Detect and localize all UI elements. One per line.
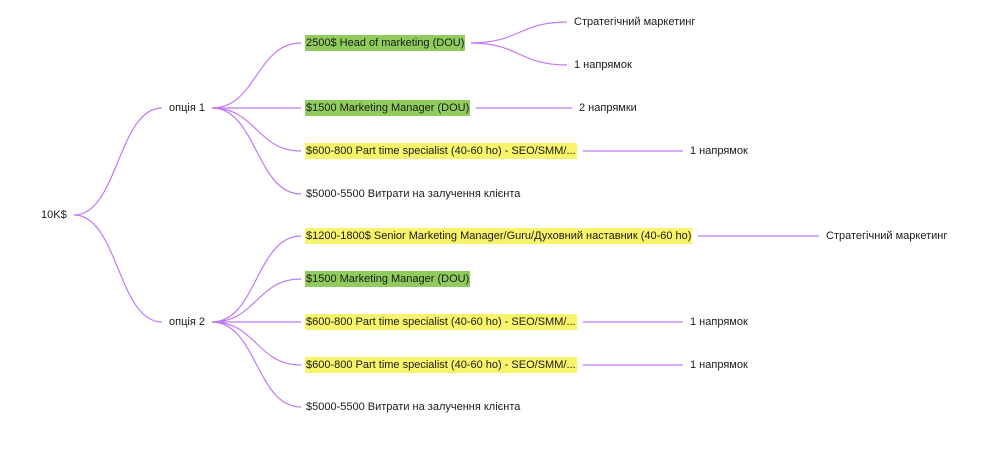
edge-option-2-item-2 <box>211 278 302 323</box>
edge-option-2-item-4 <box>211 321 302 366</box>
edge-option-2-item-5 <box>211 321 302 408</box>
option-1-item-client-acquisition-costs[interactable]: $5000-5500 Витрати на залучення клієнта <box>306 188 521 200</box>
edge-option-1-item-3 <box>211 107 302 152</box>
option-2-item-1-child-strategic-marketing[interactable]: Стратегічний маркетинг <box>826 230 948 242</box>
option-1-item-part-time-specialist[interactable]: $600-800 Part time specialist (40-60 ho)… <box>305 143 577 159</box>
mindmap-edges <box>73 21 819 408</box>
edge-root-option-2 <box>73 214 163 323</box>
edge-option-2-item-1 <box>211 235 302 323</box>
option-2-item-part-time-specialist-b[interactable]: $600-800 Part time specialist (40-60 ho)… <box>305 357 577 373</box>
edge-option-1-item-1-child-1 <box>470 21 568 44</box>
option-2-item-3-child-one-direction[interactable]: 1 напрямок <box>690 316 748 328</box>
edge-option-1-item-4 <box>211 107 302 195</box>
edge-root-option-1 <box>73 107 163 216</box>
option-1-item-1-child-strategic-marketing[interactable]: Стратегічний маркетинг <box>574 16 696 28</box>
option-2-item-client-acquisition-costs[interactable]: $5000-5500 Витрати на залучення клієнта <box>306 401 521 413</box>
option-1-item-head-of-marketing[interactable]: 2500$ Head of marketing (DOU) <box>305 35 466 51</box>
option-2-node[interactable]: опція 2 <box>169 316 205 328</box>
option-2-item-part-time-specialist-a[interactable]: $600-800 Part time specialist (40-60 ho)… <box>305 314 577 330</box>
edge-option-1-item-1-child-2 <box>470 42 568 66</box>
edge-option-1-item-1 <box>211 42 302 109</box>
option-2-item-4-child-one-direction[interactable]: 1 напрямок <box>690 359 748 371</box>
option-2-item-marketing-manager[interactable]: $1500 Marketing Manager (DOU) <box>305 271 471 287</box>
option-1-item-3-child-one-direction[interactable]: 1 напрямок <box>690 145 748 157</box>
option-1-node[interactable]: опція 1 <box>169 102 205 114</box>
option-2-item-senior-marketing-manager[interactable]: $1200-1800$ Senior Marketing Manager/Gur… <box>305 228 693 244</box>
root-node[interactable]: 10K$ <box>41 209 67 221</box>
option-1-item-marketing-manager[interactable]: $1500 Marketing Manager (DOU) <box>305 100 471 116</box>
option-1-item-2-child-two-directions[interactable]: 2 напрямки <box>579 102 637 114</box>
option-1-item-1-child-one-direction[interactable]: 1 напрямок <box>574 59 632 71</box>
